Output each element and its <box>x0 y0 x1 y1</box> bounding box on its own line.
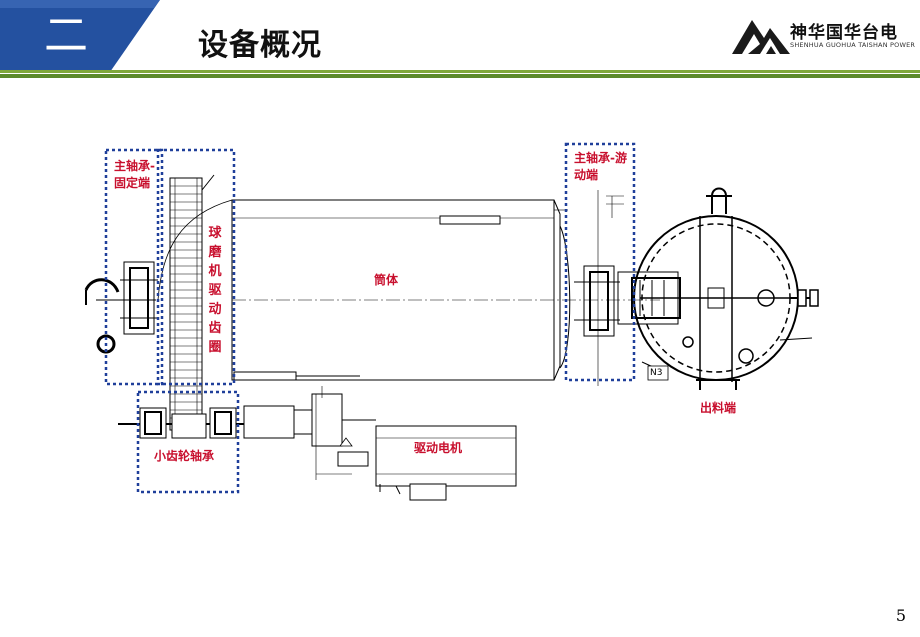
logo-name: 神华国华台电 <box>790 23 898 43</box>
section-tab <box>0 0 160 72</box>
section-number: 二 <box>44 10 88 61</box>
logo-subtitle: SHENHUA GUOHUA TAISHAN POWER <box>790 41 916 49</box>
label-main-bearing-fixed: 主轴承-固定端 <box>114 159 155 190</box>
page-number: 5 <box>895 606 906 625</box>
callout-box-floating-bearing <box>564 142 636 382</box>
label-cylinder: 筒体 <box>374 273 399 287</box>
callout-box-fixed-bearing <box>104 148 164 386</box>
label-main-bearing-floating: 主轴承-游动端 <box>574 151 627 182</box>
mountain-logo-icon <box>732 20 790 54</box>
company-logo <box>730 14 920 64</box>
label-pinion-bearing: 小齿轮轴承 <box>154 449 215 463</box>
label-drive-gear: 球磨机驱动齿圈 <box>208 226 222 355</box>
label-discharge-end: 出料端 <box>700 401 737 415</box>
label-nozzle: N3 <box>650 368 663 378</box>
page-title: 设备概况 <box>198 28 322 63</box>
gear-teeth-hatching <box>170 185 202 419</box>
callout-box-pinion-bearing <box>136 390 240 494</box>
label-drive-motor: 驱动电机 <box>414 441 463 455</box>
callout-box-drive-gear <box>156 148 236 386</box>
header-divider <box>0 70 920 78</box>
